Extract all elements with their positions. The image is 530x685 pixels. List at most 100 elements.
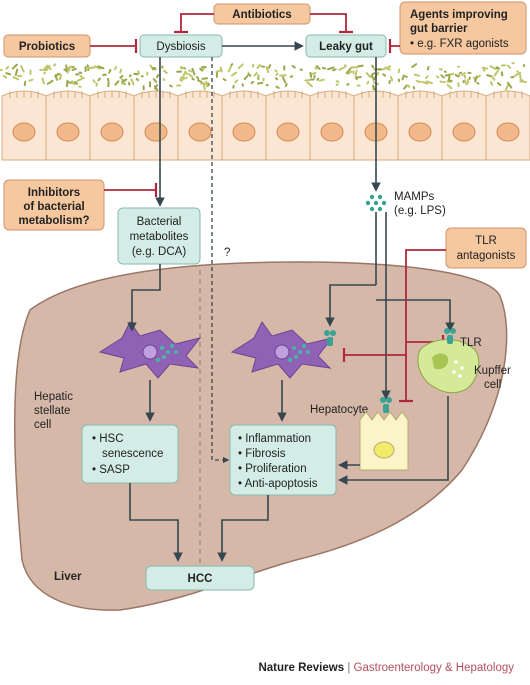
epithelial-cell: [441, 90, 487, 161]
bacterium: [506, 81, 513, 89]
bacterium: [202, 84, 206, 91]
bacterium: [181, 71, 187, 79]
bacterium: [365, 72, 372, 79]
journal-name: Nature Reviews: [258, 662, 345, 674]
senescence-line2: senescence: [102, 448, 163, 460]
antibiotics-inhibit-bracket: [180, 13, 214, 32]
bacterium: [304, 78, 311, 82]
metabolites-box: [117, 207, 201, 265]
bacterium: [227, 65, 233, 73]
bacterium: [201, 66, 207, 69]
bacterium: [356, 84, 361, 87]
bacterium: [241, 83, 244, 87]
bacterium: [274, 69, 278, 73]
bacterium: [243, 74, 249, 81]
bacterium: [5, 65, 10, 70]
hepatocyte-cell: [359, 411, 409, 471]
bacterium: [354, 69, 358, 77]
bacterium: [151, 66, 155, 71]
epithelial-cell: [485, 90, 530, 161]
bacterium: [114, 80, 120, 86]
bacterium: [168, 84, 173, 88]
bacterium: [45, 65, 52, 71]
bacterium: [403, 84, 408, 90]
bacterium: [522, 64, 526, 68]
bacterium: [234, 79, 239, 84]
mamps-dots: [365, 194, 387, 212]
bacterium: [411, 63, 418, 68]
hsc-label-line3: cell: [34, 419, 51, 431]
bacterium: [63, 68, 68, 73]
tlr-receptor-hsc: [324, 330, 336, 346]
bacterium: [76, 78, 83, 82]
bacterium: [65, 79, 69, 88]
leaky-gut-box: [305, 34, 387, 58]
bacterium: [202, 81, 207, 86]
bacterium: [443, 70, 447, 73]
bacterium: [257, 76, 260, 81]
tlr-receptor-kupffer: [444, 328, 456, 344]
bacterium: [29, 69, 32, 76]
bacterium: [481, 66, 489, 70]
bacterium: [108, 68, 112, 74]
bacterium: [454, 73, 460, 78]
bacterium: [176, 84, 182, 87]
hepatic-stellate-cell-left: [98, 321, 202, 379]
bacterium: [232, 84, 235, 89]
bacterium: [237, 63, 244, 70]
bacterium: [71, 80, 76, 86]
bacterium: [275, 85, 280, 89]
bacterium: [78, 71, 83, 74]
bacterium: [281, 76, 287, 84]
bacterium: [71, 65, 75, 69]
metabolites-line3: (e.g. DCA): [132, 246, 186, 258]
bacterium: [191, 67, 196, 76]
probiotics-label: Probiotics: [19, 41, 75, 53]
inhibitors-line1: Inhibitors: [28, 187, 80, 199]
bacterium: [335, 83, 339, 87]
kupffer-cell: [417, 339, 480, 394]
bacterium: [519, 80, 527, 83]
bacterium: [407, 84, 411, 88]
epithelial-cell: [133, 90, 179, 161]
bacterium: [476, 81, 480, 85]
bacterium: [345, 67, 352, 75]
bacterium: [355, 75, 362, 79]
epithelial-cell: [89, 90, 135, 161]
bacterium: [121, 78, 128, 83]
leaky-gut-label: Leaky gut: [319, 41, 373, 53]
mamps-line1: MAMPs: [394, 191, 435, 203]
bacterium: [370, 74, 375, 81]
bacterium: [199, 67, 204, 72]
bacterium: [130, 78, 133, 83]
bacterium: [149, 81, 152, 88]
epithelial-cell: [45, 90, 91, 161]
bacterium: [449, 79, 453, 82]
bacterium: [313, 74, 316, 79]
inhibitors-line3: metabolism?: [19, 215, 90, 227]
bacterium: [187, 69, 193, 73]
bacterium: [344, 64, 347, 68]
bacterium: [424, 75, 429, 80]
tlr-label: TLR: [460, 337, 482, 349]
bacterium: [306, 81, 313, 88]
bacterium: [265, 83, 269, 87]
bacterium: [439, 80, 446, 84]
bacterium: [92, 79, 96, 84]
epithelial-cell: [309, 90, 355, 161]
hcc-label: HCC: [188, 573, 213, 585]
epithelial-cell: [265, 90, 311, 161]
bacterium: [311, 72, 317, 75]
tlr-receptor-hepatocyte: [380, 397, 392, 413]
bacterium: [75, 73, 80, 76]
bacterium: [436, 75, 440, 79]
bacterium: [402, 74, 408, 78]
bacterium: [388, 80, 391, 85]
bacterium: [146, 71, 149, 76]
mamps-to-hsc-tlr-arrow: [325, 284, 376, 327]
inhibitors-line2: of bacterial: [23, 201, 84, 213]
effect-fibrosis: • Fibrosis: [238, 448, 286, 460]
bacterium: [23, 80, 27, 87]
bacterium: [283, 65, 286, 71]
bacterium: [161, 65, 164, 69]
